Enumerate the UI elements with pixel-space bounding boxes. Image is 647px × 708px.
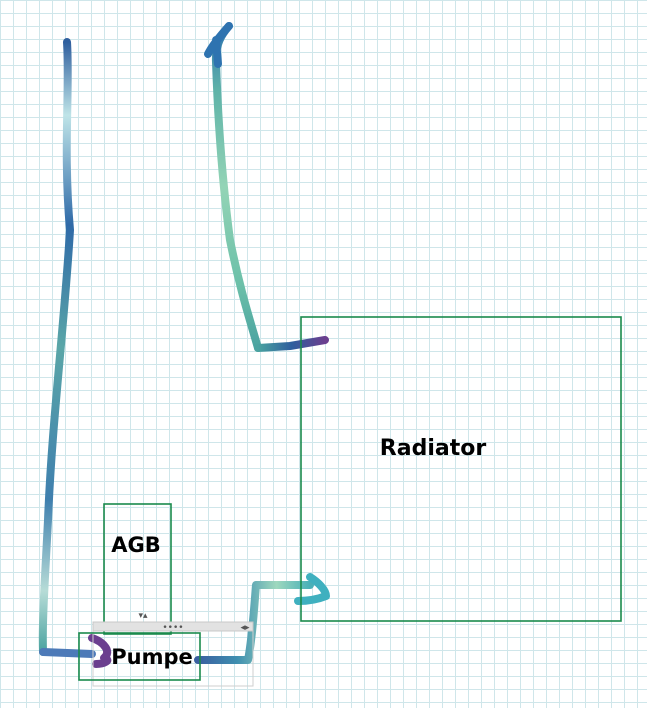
agb-box[interactable] — [103, 503, 172, 635]
resize-marker-icon[interactable]: ▾▴ — [138, 611, 148, 621]
pipe-stroke-radiator-return — [211, 22, 262, 352]
pipe-stroke-radiator-arrowhead — [294, 573, 330, 605]
pipe-stroke-pump-arrowhead — [88, 634, 112, 668]
pump-handle-arrows[interactable]: ◂▸ — [240, 623, 250, 633]
agb-label: AGB — [111, 533, 161, 557]
radiator-label: Radiator — [380, 436, 487, 461]
pipe-stroke-left-to-pump — [39, 648, 96, 658]
pumpe-label: Pumpe — [111, 645, 193, 669]
pipe-stroke-left-vertical — [38, 38, 74, 656]
pipe-stroke-to-radiator-top — [254, 336, 329, 352]
pumpe-box[interactable] — [78, 632, 201, 681]
pump-handle-dots: •••• — [162, 623, 183, 633]
radiator-box[interactable] — [300, 316, 622, 622]
pipe-stroke-top-arrowhead — [204, 22, 233, 68]
pump-selection-handlebar[interactable] — [92, 621, 254, 632]
